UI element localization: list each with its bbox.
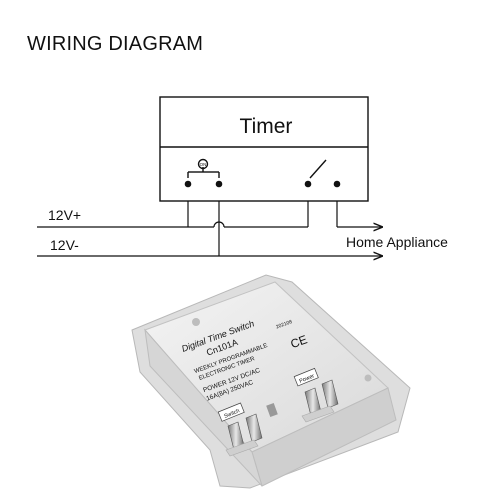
positive-label: 12V+ <box>48 207 81 223</box>
middle-connector <box>266 402 278 418</box>
device-illustration: Digital Time Switch Cn101A WEEKLY PROGRA… <box>131 274 411 489</box>
terminal-dot <box>184 180 192 188</box>
terminal-pins-left <box>225 413 263 457</box>
switch-terminal-label: Switch <box>223 408 240 420</box>
on-indicator-icon <box>197 158 209 170</box>
terminal-dot <box>304 180 312 188</box>
timer-box: Timer <box>159 96 369 202</box>
terminal-dot <box>333 180 341 188</box>
power-switch-symbol <box>187 158 220 178</box>
diagram-title: WIRING DIAGRAM <box>27 33 204 55</box>
timer-label: Timer <box>240 115 293 138</box>
on-indicator-label: ON <box>200 162 207 167</box>
device-date-code: 202108 <box>275 319 293 330</box>
negative-label: 12V- <box>50 237 79 253</box>
terminal-dot <box>215 180 223 188</box>
power-terminal-label: Power <box>299 373 316 384</box>
positive-rail <box>37 221 308 228</box>
ce-mark: CE <box>289 332 309 351</box>
output-label: Home Appliance <box>346 234 448 250</box>
terminal-pins-right <box>301 379 339 423</box>
terminal-wires <box>187 201 338 256</box>
relay-contact-symbol <box>309 159 327 179</box>
